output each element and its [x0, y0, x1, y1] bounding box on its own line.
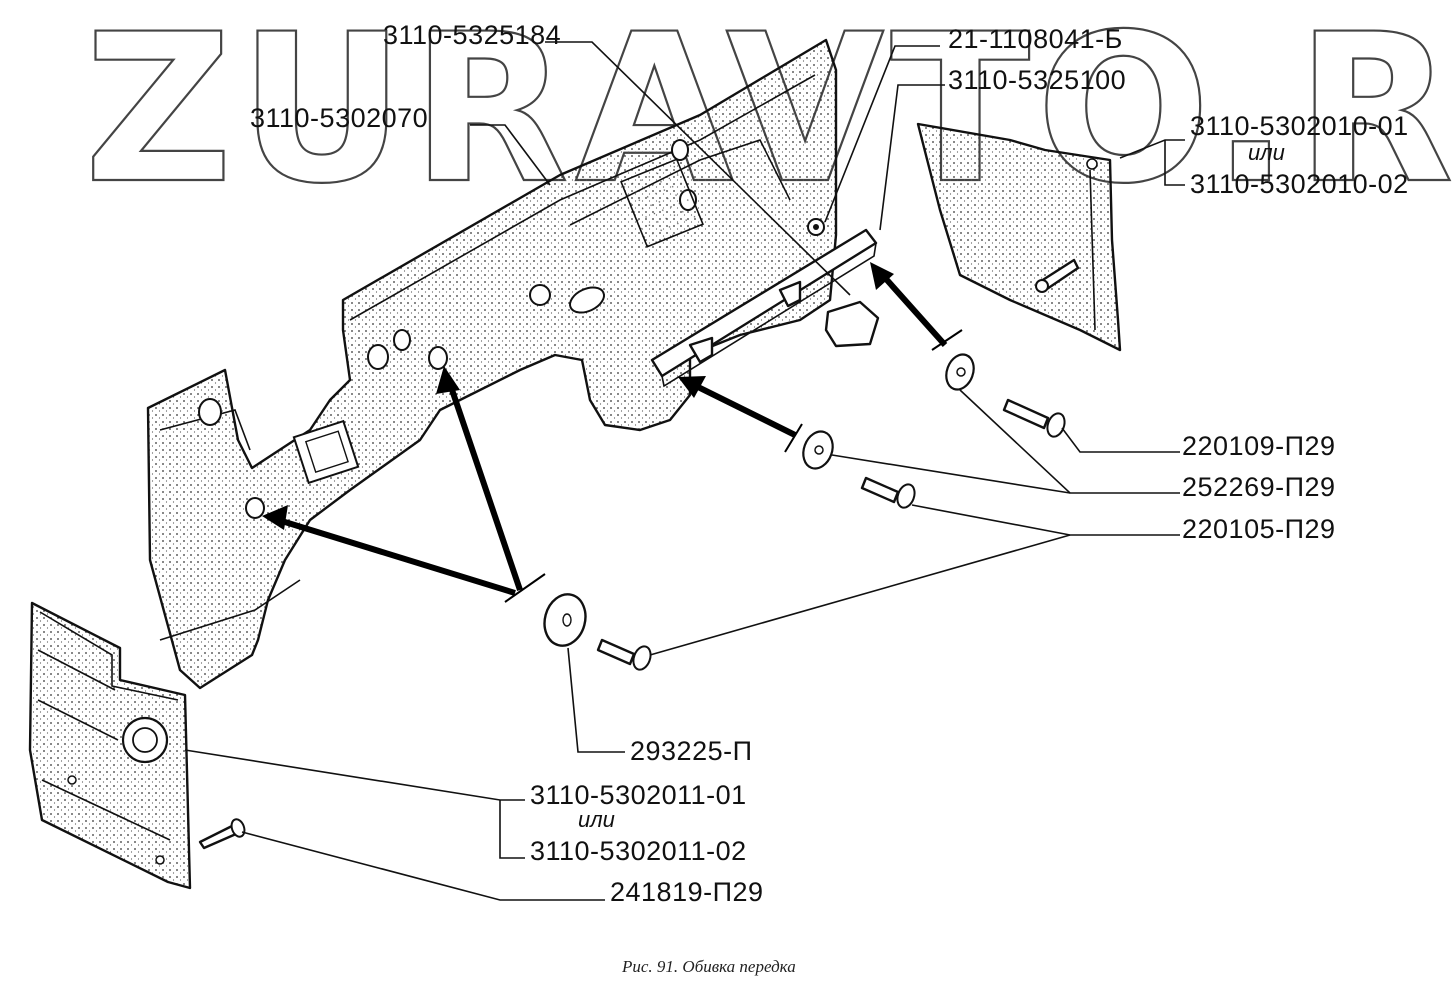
left-side-trim	[28, 601, 192, 890]
label-3110-5325184: 3110-5325184	[383, 20, 561, 50]
label-3110-5302010-01: 3110-5302010-01	[1190, 111, 1409, 141]
labels: 3110-5325184 3110-5302070 21-1108041-Б 3…	[250, 20, 1409, 907]
label-3110-5302011-02: 3110-5302011-02	[530, 836, 747, 866]
label-ili-right: или	[1248, 140, 1285, 165]
washer-293225	[543, 593, 587, 647]
label-3110-5302011-01: 3110-5302011-01	[530, 780, 747, 810]
right-side-trim	[916, 122, 1122, 352]
washer-252269-lower	[802, 430, 834, 470]
label-3110-5325100: 3110-5325100	[948, 65, 1126, 95]
screw-220105-upper	[860, 476, 916, 509]
label-3110-5302010-02: 3110-5302010-02	[1190, 169, 1409, 199]
label-3110-5302070: 3110-5302070	[250, 103, 428, 133]
figure-caption: Рис. 91. Обивка передка	[621, 957, 796, 976]
label-293225-p: 293225-П	[630, 736, 753, 766]
nut	[807, 218, 825, 236]
label-241819-p29: 241819-П29	[610, 877, 764, 907]
label-252269-p29: 252269-П29	[1182, 472, 1336, 502]
screw-220105-lower	[596, 638, 652, 671]
label-21-1108041: 21-1108041-Б	[948, 24, 1123, 54]
front-panel-trim	[146, 38, 838, 690]
label-220105-p29: 220105-П29	[1182, 514, 1336, 544]
leader-lines	[184, 41, 1185, 901]
washer-252269-upper	[945, 353, 975, 391]
label-220109-p29: 220109-П29	[1182, 431, 1336, 461]
assembly-arrows	[262, 262, 963, 603]
screw-220109	[1002, 398, 1066, 438]
label-ili-left: или	[578, 807, 615, 832]
screw-241819	[198, 818, 246, 850]
